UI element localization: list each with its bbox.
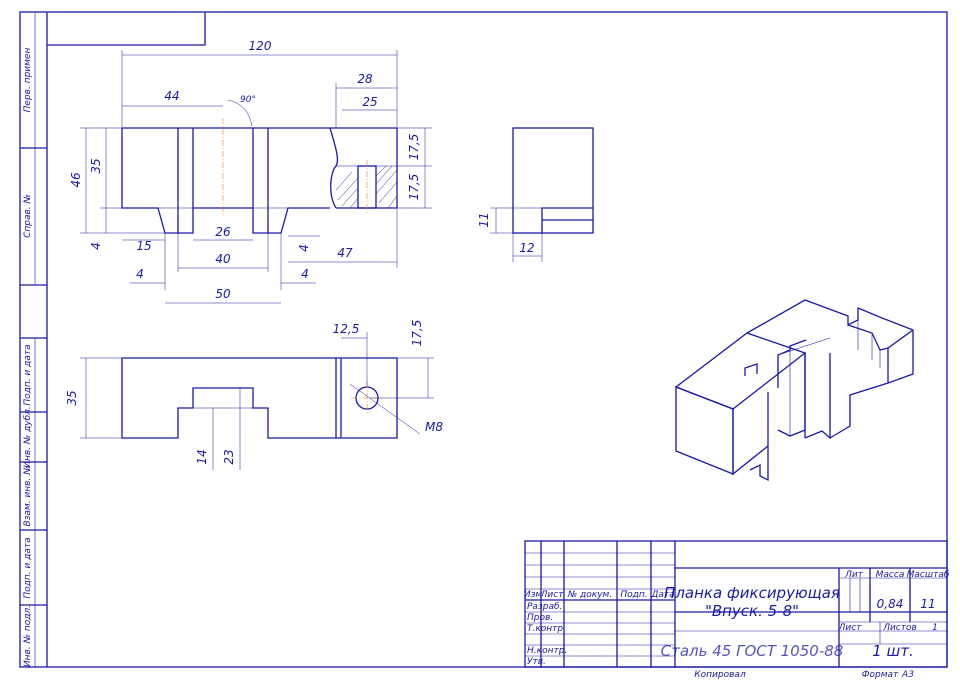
dim-14: 14 [195,449,209,464]
role-prov: Пров. [527,613,553,623]
side-label-vzam: Взам. инв. № [23,465,33,526]
part-name-line2: "Впуск. 5-8" [705,602,799,620]
role-razrab: Разраб. [527,602,562,612]
copied-label: Копировал [694,670,746,680]
dim-26: 26 [215,225,231,239]
dim-17-5-top: 17,5 [407,134,421,161]
hdr-doc: № докум. [567,590,612,600]
dim-44: 44 [164,89,179,103]
outer-border [19,11,948,668]
isometric-view [674,299,914,482]
side-label-perv: Перв. примен [23,48,33,113]
hdr-sheet: Лист [838,623,863,633]
mass-value: 0,84 [877,597,904,611]
sheets-value: 1 [932,623,938,633]
side-label-podp1: Подп. и дата [23,344,33,405]
plan-view: 35 14 23 12,5 17,5 M8 [65,320,443,470]
dim-4-r2: 4 [297,244,311,252]
dim-35: 35 [89,158,103,173]
dim-4-left: 4 [89,242,103,250]
material: Сталь 45 ГОСТ 1050-88 [661,642,844,660]
dim-11: 11 [477,212,491,227]
dim-4-bl: 4 [136,267,144,281]
front-view: 120 44 90° 28 25 46 35 4 15 26 40 4 4 47… [69,39,432,304]
part-name-line1: Планка фиксирующая [664,584,840,602]
format-value: А3 [901,670,914,680]
dim-plan-35: 35 [65,390,79,405]
role-nkontr: Н.контр. [527,646,567,656]
side-view: 11 12 [477,127,594,262]
role-utv: Утв. [527,657,546,667]
top-left-box [47,12,206,46]
quantity: 1 шт. [872,642,914,660]
title-block: Изм Лист № докум. Подп. Дата Разраб. Про… [524,540,950,680]
dim-23: 23 [222,449,236,464]
format-label: Формат [862,670,899,680]
hdr-sheets: Листов [882,623,917,633]
dim-17-5-bot: 17,5 [407,174,421,201]
dim-47: 47 [337,246,353,260]
side-strip: Перв. примен Справ. № Подп. и дата Инв. … [20,12,47,667]
dim-120: 120 [249,39,272,53]
side-label-podp2: Подп. и дата [23,537,33,598]
hdr-sign: Подп. [620,590,647,600]
role-tkontr: Т.контр. [527,624,566,634]
dim-15: 15 [136,239,151,253]
thread-m8: M8 [425,420,443,434]
dim-40: 40 [215,252,231,266]
hdr-list: Лист [540,590,565,600]
dim-12: 12 [519,241,534,255]
side-label-dubl: Инв. № дубл. [23,406,33,468]
dim-plan-17-5: 17,5 [410,320,424,347]
dim-50: 50 [215,287,231,301]
side-label-podl: Инв. № подл. [23,605,33,667]
dim-angle: 90° [240,95,256,105]
hdr-mass: Масса [876,570,905,580]
dim-4-br: 4 [301,267,309,281]
dim-28: 28 [357,72,373,86]
hdr-lit: Лит [844,570,864,580]
hdr-date: Дата [650,590,674,600]
dim-12-5: 12,5 [333,322,360,336]
scale-value: 11 [920,597,935,611]
side-label-sprav: Справ. № [23,194,33,238]
hdr-izm: Изм [524,590,543,600]
dim-25: 25 [362,95,377,109]
hdr-scale: Масштаб [907,570,950,580]
dim-46: 46 [69,172,83,188]
